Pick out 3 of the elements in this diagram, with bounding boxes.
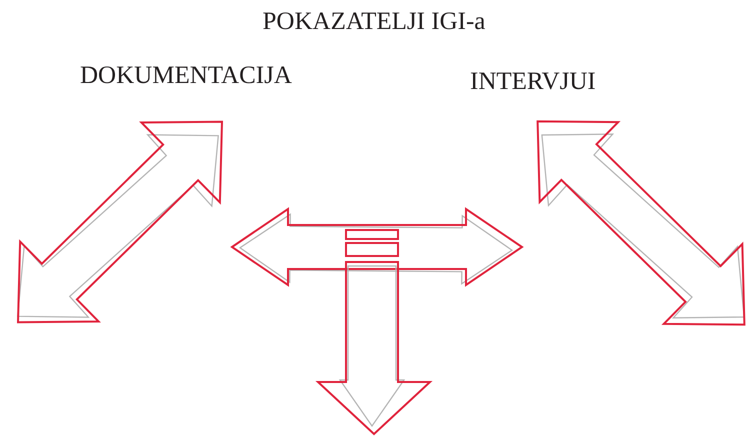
diagram-title: POKAZATELJI IGI-a [262, 8, 486, 36]
section-label: DOKUMENTACIJA [80, 62, 292, 90]
section-label: INTERVJUI [470, 68, 596, 96]
